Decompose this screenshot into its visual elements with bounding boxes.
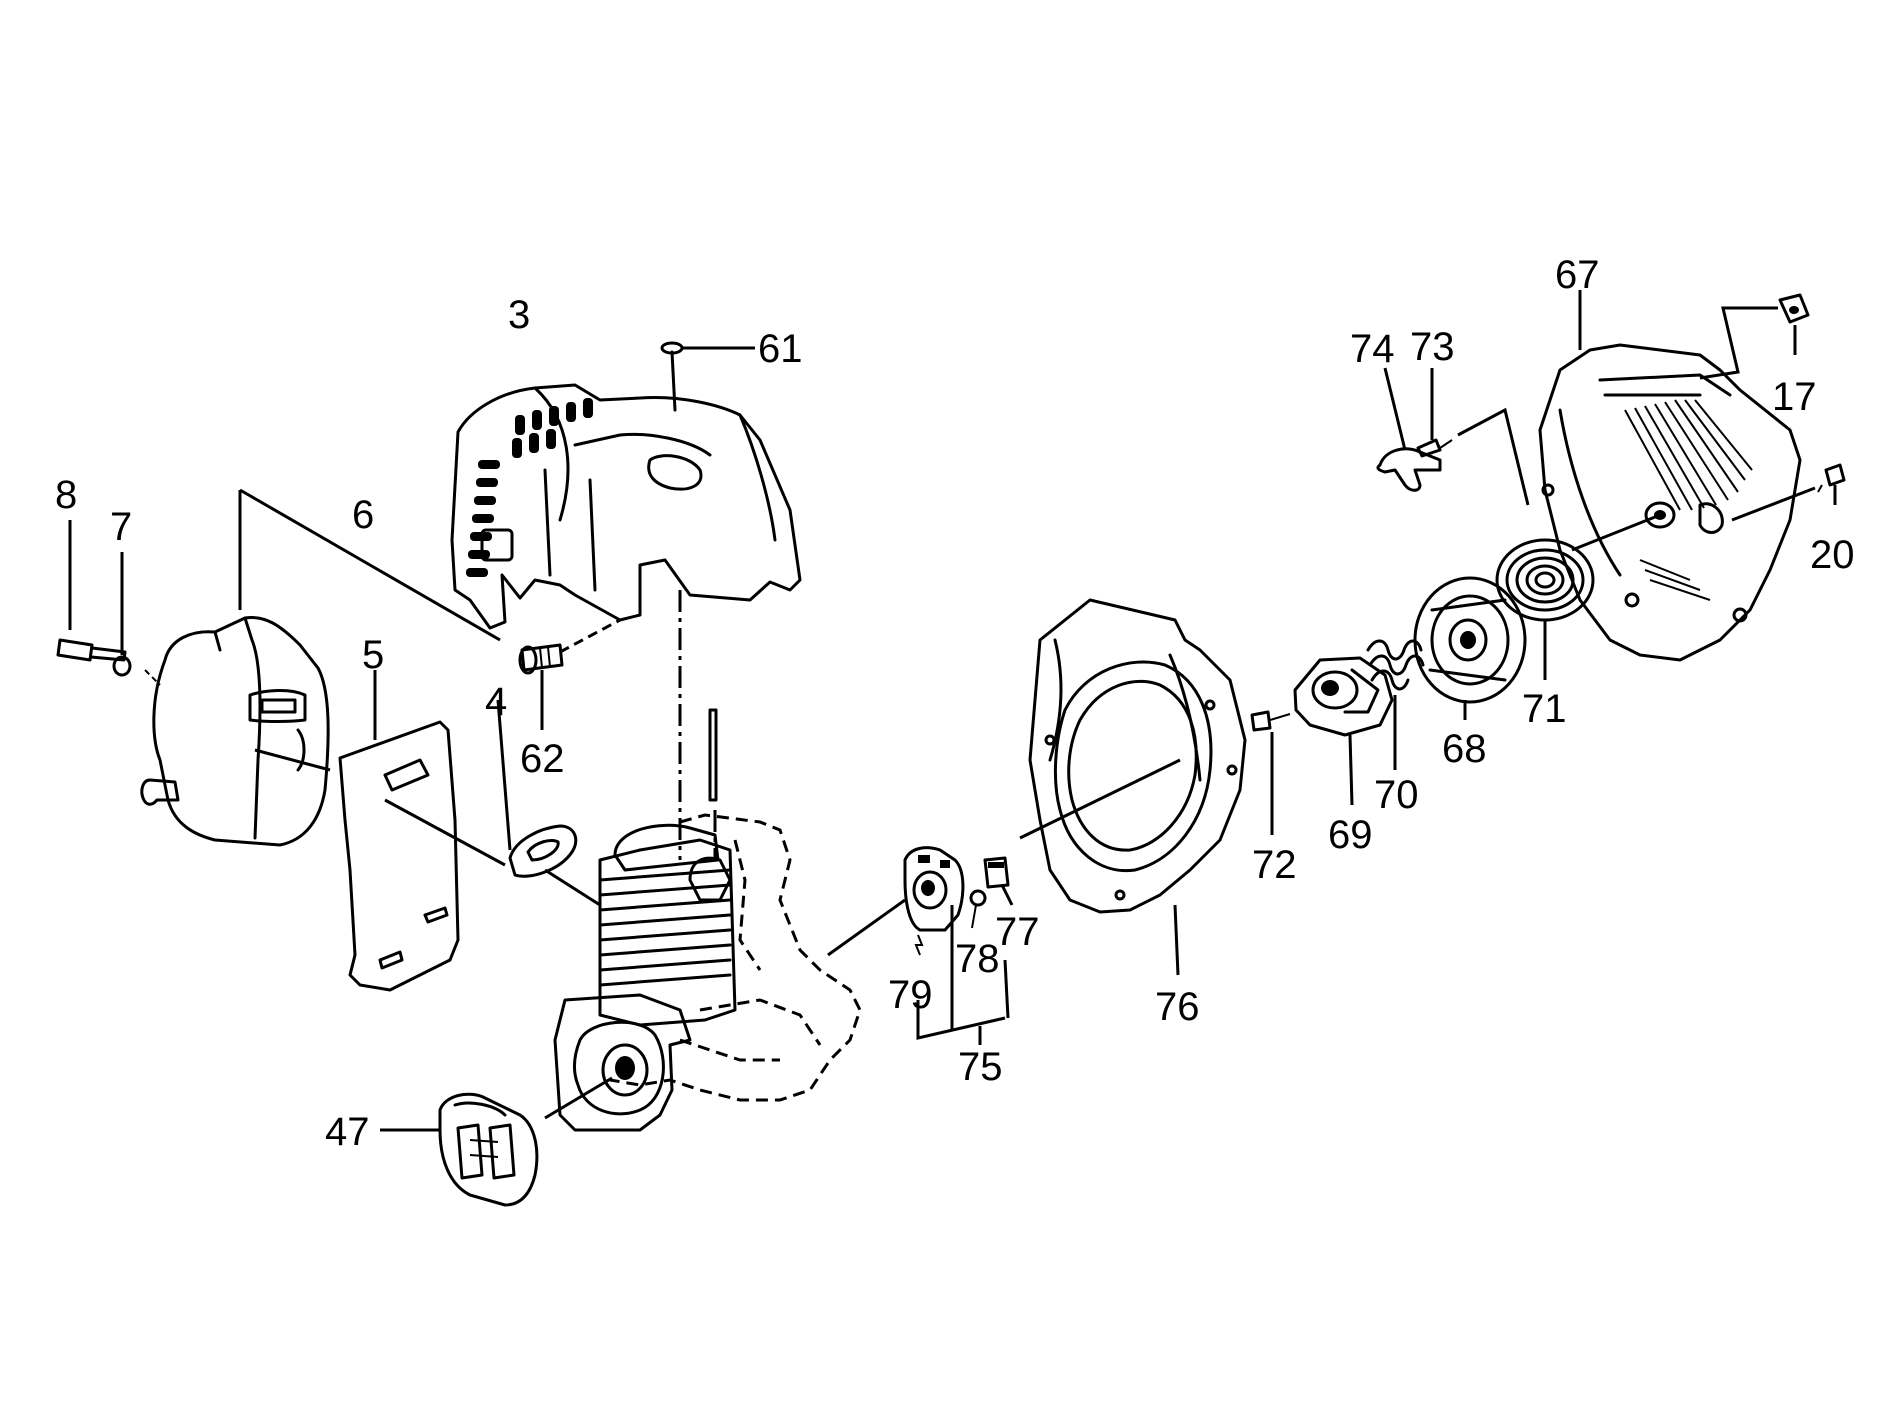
label-47: 47 [325, 1110, 370, 1154]
label-3: 3 [508, 293, 530, 337]
part-4-gasket [496, 699, 601, 907]
label-76: 76 [1155, 985, 1200, 1029]
part-72-screw [1250, 710, 1291, 835]
label-71: 71 [1522, 687, 1567, 731]
label-68: 68 [1442, 727, 1487, 771]
label-4: 4 [485, 680, 507, 724]
label-67: 67 [1555, 253, 1600, 297]
part-61-pin [660, 341, 755, 412]
part-78-screw [969, 889, 987, 929]
label-6: 6 [352, 493, 374, 537]
label-78: 78 [955, 937, 1000, 981]
part-67-starter-housing [1538, 290, 1816, 662]
part-68-reel [1413, 576, 1527, 720]
callout-labels: 3 4 5 6 7 8 17 20 47 61 62 67 68 69 70 7… [55, 253, 1855, 1154]
part-75-bracket [916, 905, 1010, 1045]
label-61: 61 [758, 327, 803, 371]
label-77: 77 [995, 910, 1040, 954]
part-62-bolt [518, 618, 621, 730]
engine-body [553, 590, 862, 1132]
part-69-pulley-hub [1293, 656, 1394, 806]
part-73-screw [1416, 368, 1530, 506]
label-79: 79 [888, 973, 933, 1017]
label-8: 8 [55, 473, 77, 517]
part-70-spring [1366, 639, 1425, 770]
label-74: 74 [1350, 327, 1395, 371]
part-7-washer [112, 552, 132, 677]
label-69: 69 [1328, 813, 1373, 857]
part-79-ignition-coil [827, 846, 965, 957]
part-47-clutch [380, 1076, 613, 1207]
label-20: 20 [1810, 533, 1855, 577]
label-72: 72 [1252, 843, 1297, 887]
label-70: 70 [1374, 773, 1419, 817]
label-5: 5 [362, 633, 384, 677]
label-75: 75 [958, 1045, 1003, 1089]
part-6-muffler [140, 488, 501, 847]
part-76-fan-housing [1019, 598, 1247, 976]
part-17-cap [1699, 293, 1810, 380]
label-73: 73 [1410, 325, 1455, 369]
label-62: 62 [520, 737, 565, 781]
part-74-handle [1376, 367, 1442, 492]
part-3-engine-cover [450, 383, 802, 630]
label-7: 7 [110, 505, 132, 549]
part-20-bolt [1817, 463, 1846, 505]
part-77-clip [983, 856, 1014, 906]
part-71-recoil-spring [1495, 538, 1595, 680]
part-5-heat-shield [338, 670, 506, 992]
label-17: 17 [1772, 375, 1817, 419]
